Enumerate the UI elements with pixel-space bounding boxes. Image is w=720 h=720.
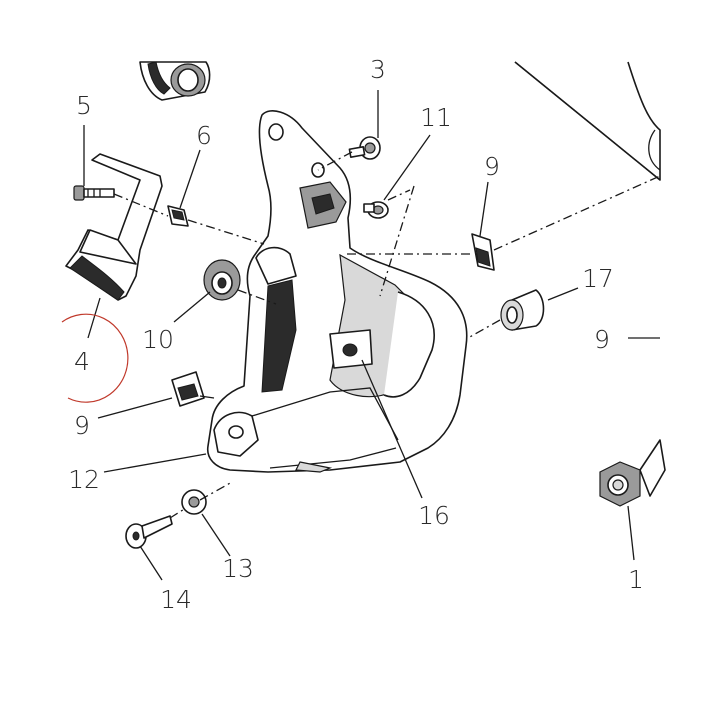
- part-16-plate: [329, 329, 373, 369]
- part-11-screw: [363, 201, 389, 219]
- part-4-bracket: [65, 153, 163, 301]
- callout-13: 13: [222, 554, 254, 583]
- callout-14: 14: [160, 585, 192, 614]
- part-6-clip: [167, 205, 189, 227]
- part-17-bushing: [500, 289, 545, 331]
- callout-1: 1: [628, 565, 644, 594]
- part-9-clip-upper: [471, 233, 495, 271]
- assembly-lines: [113, 151, 661, 519]
- callout-4-highlight-arc: [61, 313, 129, 403]
- callout-9-right: 9: [594, 325, 610, 354]
- part-14-screw: [125, 515, 173, 549]
- part-3-screw: [348, 136, 381, 160]
- callout-5: 5: [76, 91, 92, 120]
- callout-3: 3: [370, 55, 386, 84]
- part-9-clip-lower: [171, 371, 215, 407]
- callout-9-lower: 9: [74, 411, 90, 440]
- pedal-arm-partial: [514, 61, 661, 181]
- callout-10: 10: [142, 325, 174, 354]
- callout-4: 4: [74, 347, 90, 376]
- callout-11: 11: [420, 103, 452, 132]
- callout-16: 16: [418, 501, 450, 530]
- callout-17: 17: [582, 264, 614, 293]
- callout-12: 12: [68, 465, 100, 494]
- top-bushing-partial: [139, 61, 211, 101]
- part-1-bolt: [599, 439, 666, 507]
- part-5-bolt: [73, 185, 115, 201]
- callout-9-upper: 9: [484, 152, 500, 181]
- pedal-bracket: [206, 110, 468, 473]
- callout-6: 6: [196, 121, 212, 150]
- part-13-washer: [181, 489, 207, 515]
- leader-lines: [83, 90, 660, 581]
- part-10-grommet: [203, 259, 241, 301]
- callout-labels: 1 3 4 5 6 9 9 9 10 11 12 13 14 16 17: [68, 55, 644, 614]
